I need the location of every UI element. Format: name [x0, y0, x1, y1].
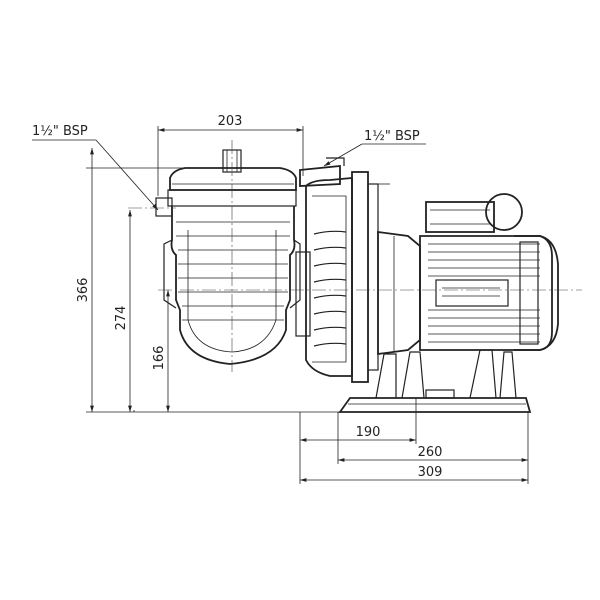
base-frame	[338, 349, 532, 413]
inlet-leader-arrow	[95, 139, 159, 211]
strainer-housing	[155, 149, 301, 365]
dim-366-label: 366	[76, 278, 91, 303]
motor	[419, 193, 559, 351]
outlet-thread-label: 1½" BSP	[364, 129, 420, 144]
dim-260-label: 260	[418, 445, 443, 460]
dim-203-label: 203	[218, 114, 243, 129]
inlet-thread-label: 1½" BSP	[32, 124, 88, 139]
extension-lines	[86, 126, 529, 484]
outlet-leader-arrow	[323, 143, 363, 167]
pump-volute	[295, 157, 421, 383]
dim-309-label: 309	[418, 465, 443, 480]
dim-190-label: 190	[356, 425, 381, 440]
dim-166-label: 166	[152, 346, 167, 371]
dim-274-label: 274	[114, 306, 129, 331]
